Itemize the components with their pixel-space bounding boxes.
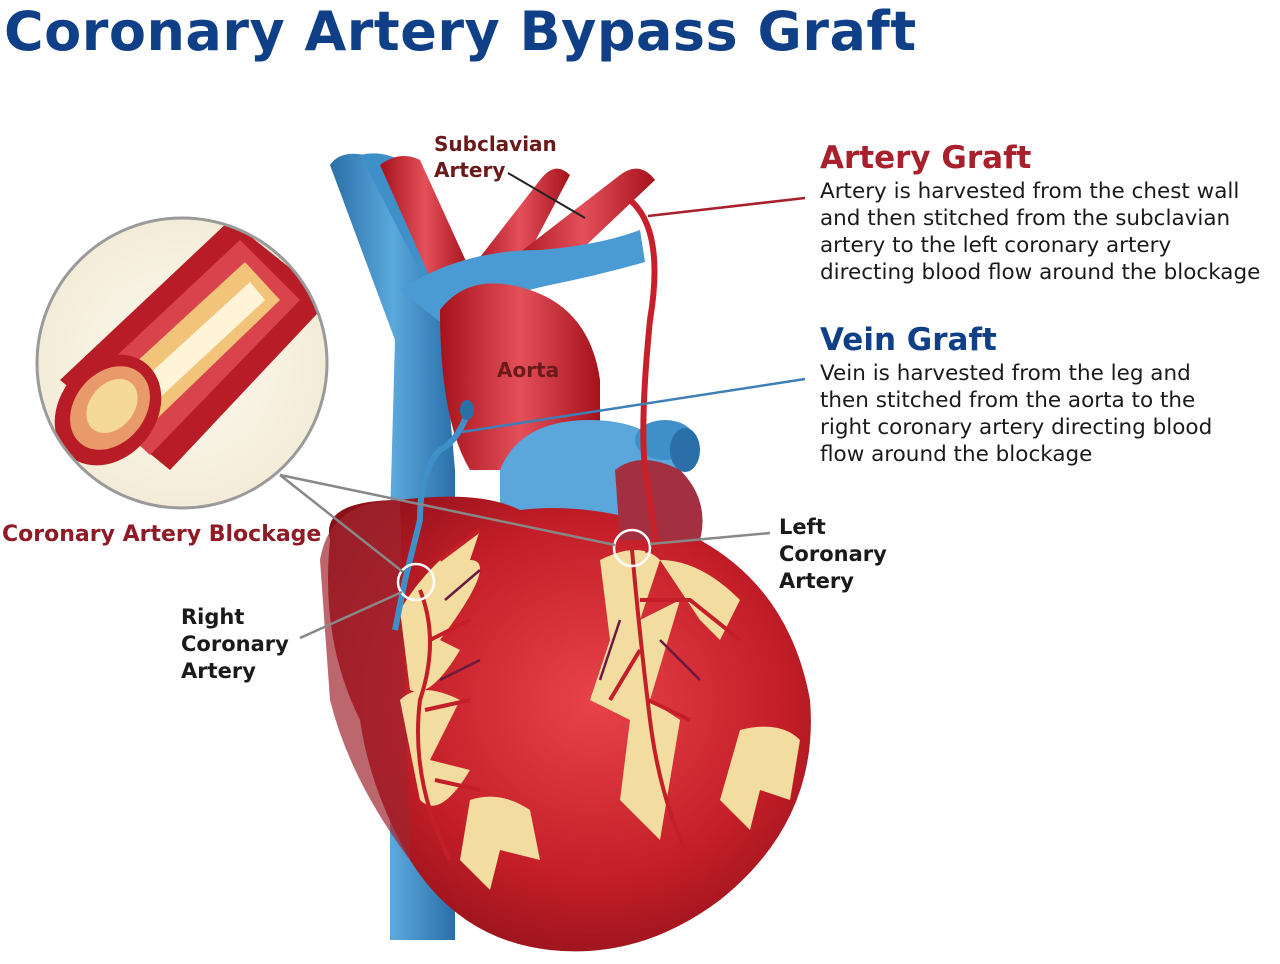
- vein-graft-desc-line: right coronary artery directing blood: [820, 415, 1213, 440]
- artery-graft-description: Artery is harvested from the chest wall …: [820, 178, 1280, 286]
- left-coronary-label: Left Coronary Artery: [779, 514, 887, 595]
- artery-graft-heading: Artery Graft: [820, 140, 1032, 176]
- coronary-arteries: [416, 528, 742, 861]
- coronary-blockage-label: Coronary Artery Blockage: [2, 522, 322, 547]
- vein-graft-description: Vein is harvested from the leg and then …: [820, 360, 1280, 468]
- left-blockage-marker: [612, 528, 652, 568]
- right-coronary-label: Right Coronary Artery: [181, 604, 289, 685]
- left-coronary-label-line: Coronary: [779, 542, 887, 566]
- subclavian-label-line1: Subclavian: [434, 132, 557, 156]
- artery-graft-section: Artery Graft Artery is harvested from th…: [820, 140, 1280, 286]
- left-coronary-label-line: Artery: [779, 569, 854, 593]
- subclavian-label: Subclavian Artery: [434, 131, 557, 183]
- vein-graft: [392, 404, 473, 631]
- left-coronary-label-line: Left: [779, 515, 826, 539]
- artery-graft-desc-line: directing blood flow around the blockage: [820, 260, 1261, 285]
- right-blockage-marker: [396, 562, 436, 602]
- artery-graft: [627, 197, 659, 553]
- vein-graft-pointer: [461, 377, 806, 434]
- right-coronary-label-line: Artery: [181, 659, 256, 683]
- artery-graft-pointer: [647, 196, 806, 218]
- vein-graft-desc-line: flow around the blockage: [820, 442, 1093, 467]
- vein-graft-desc-line: then stitched from the aorta to the: [820, 388, 1196, 413]
- subclavian-pointer: [507, 172, 586, 219]
- vein-graft-section: Vein Graft Vein is harvested from the le…: [820, 322, 1280, 468]
- right-coronary-label-line: Coronary: [181, 632, 289, 656]
- artery-graft-desc-line: and then stitched from the subclavian: [820, 206, 1231, 231]
- artery-graft-desc-line: artery to the left coronary artery: [820, 233, 1172, 258]
- right-coronary-label-line: Right: [181, 605, 245, 629]
- subclavian-label-line2: Artery: [434, 158, 506, 182]
- aorta-label: Aorta: [497, 358, 560, 382]
- page-title: Coronary Artery Bypass Graft: [4, 0, 917, 63]
- vein-graft-desc-line: Vein is harvested from the leg and: [820, 361, 1191, 386]
- callout-lines: [279, 473, 771, 640]
- blockage-magnifier: [35, 216, 329, 510]
- vein-graft-heading: Vein Graft: [820, 322, 997, 358]
- cardiac-veins: [439, 569, 701, 682]
- artery-graft-desc-line: Artery is harvested from the chest wall: [820, 179, 1240, 204]
